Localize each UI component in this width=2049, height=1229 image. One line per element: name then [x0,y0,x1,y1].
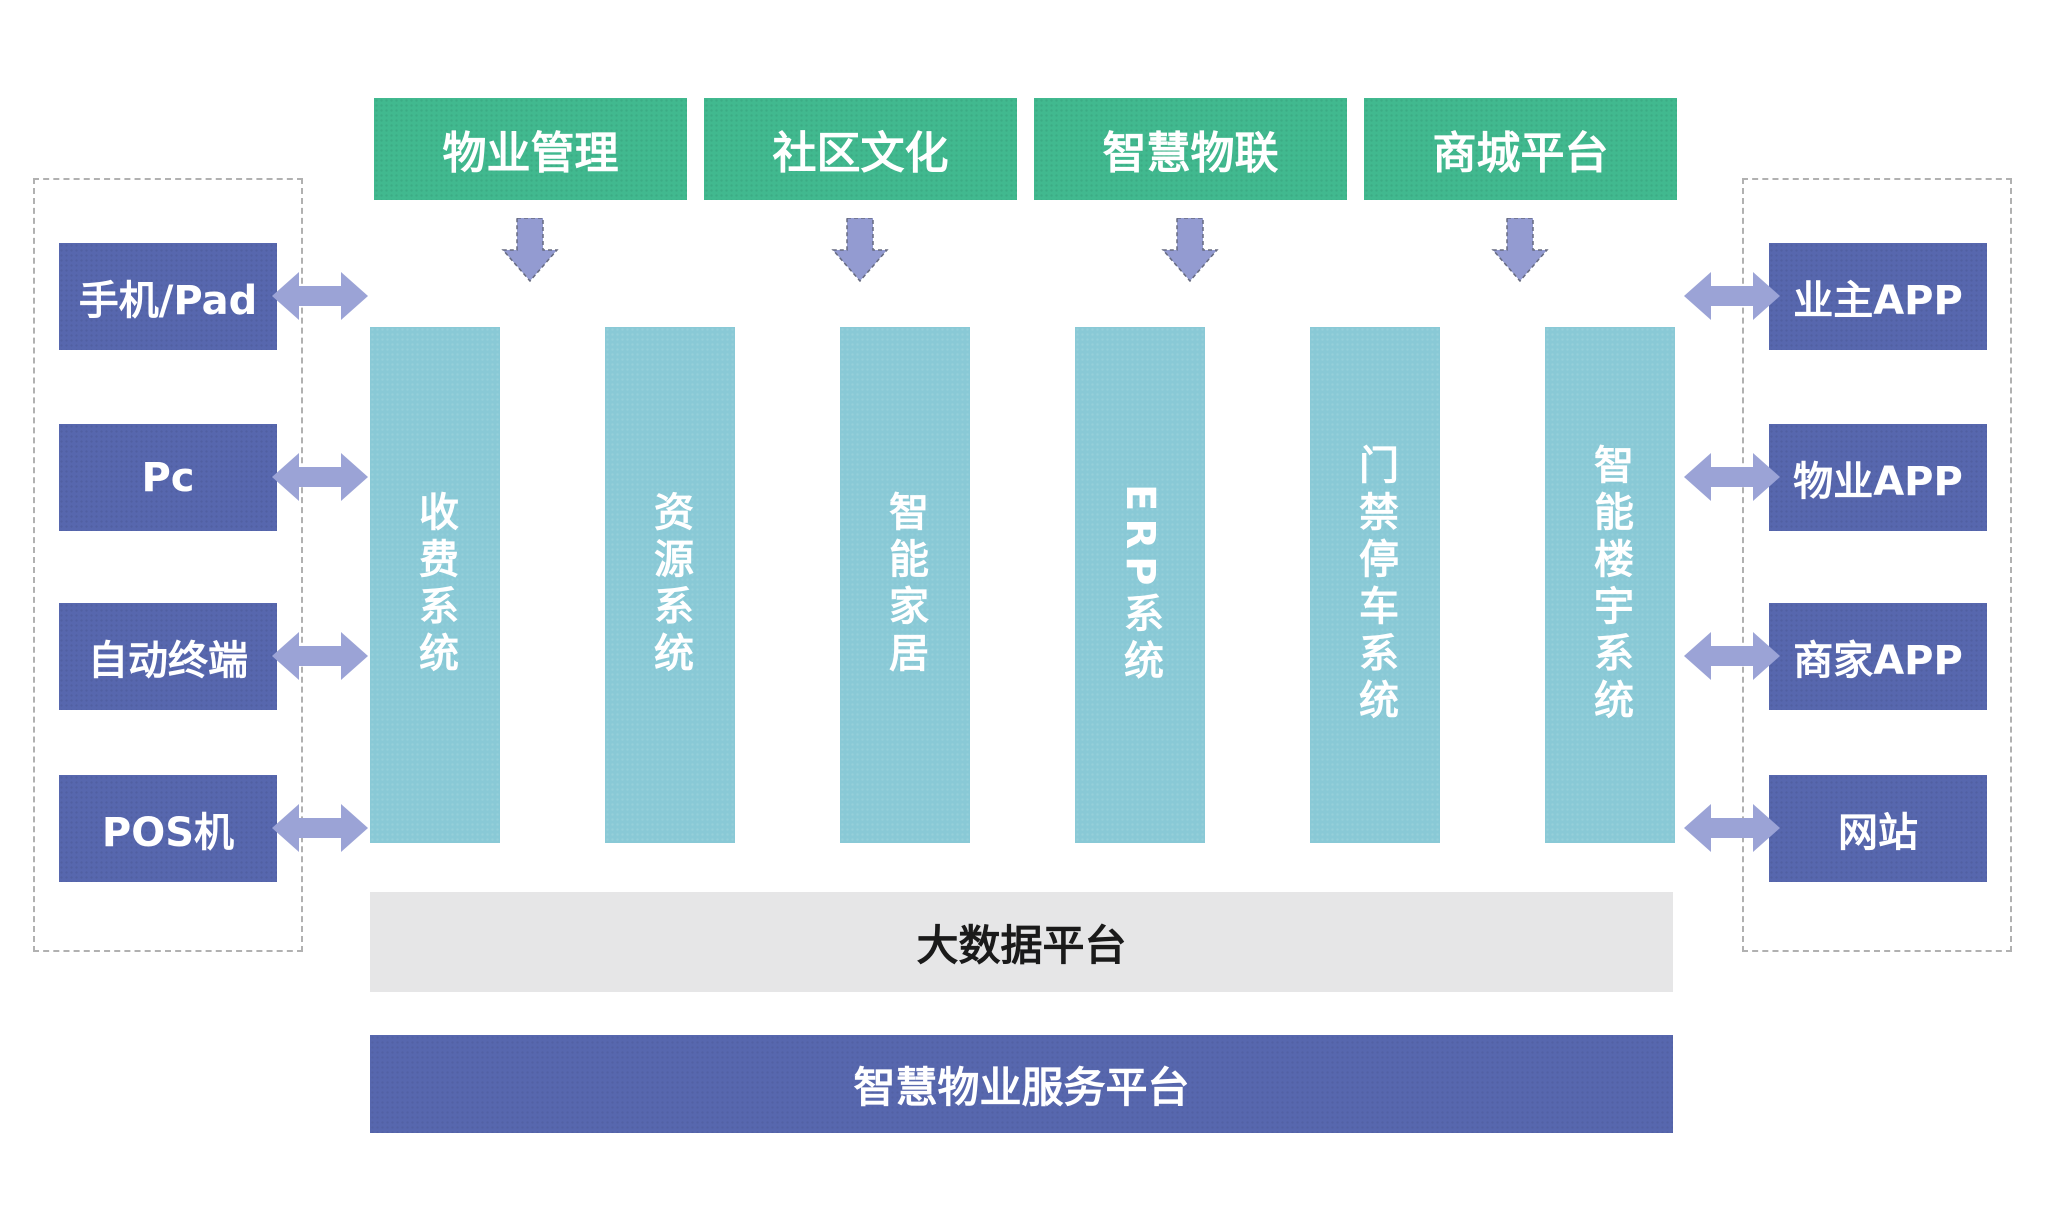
app-label: 业主APP [1793,277,1963,324]
module-label: 智慧物联 [1102,128,1279,179]
down-arrow-icon [500,218,560,282]
down-arrow-icon [830,218,890,282]
system-column-smart-building: 智能楼宇系统 [1545,327,1675,843]
module-box-community-culture: 社区文化 [704,98,1017,200]
service-platform-bar: 智慧物业服务平台 [370,1035,1673,1133]
app-box-merchant-app: 商家APP [1769,603,1987,710]
double-arrow-icon [272,269,368,323]
system-column-access-parking: 门禁停车系统 [1310,327,1440,843]
left-terminals-group-frame [33,178,303,952]
app-label: 物业APP [1793,458,1963,505]
double-arrow-icon [1684,450,1780,504]
module-box-mall-platform: 商城平台 [1364,98,1677,200]
terminal-label: POS机 [101,809,235,856]
app-box-owner-app: 业主APP [1769,243,1987,350]
double-arrow-icon [272,629,368,683]
double-arrow-icon [1684,801,1780,855]
app-box-website: 网站 [1769,775,1987,882]
terminal-label: Pc [141,454,195,501]
module-label: 物业管理 [442,128,619,179]
right-apps-group-frame [1742,178,2012,952]
module-label: 商城平台 [1432,128,1609,179]
terminal-label: 手机/Pad [78,277,258,324]
terminal-box-auto-terminal: 自动终端 [59,603,277,710]
double-arrow-icon [272,801,368,855]
double-arrow-icon [1684,269,1780,323]
big-data-platform-label: 大数据平台 [916,920,1127,970]
double-arrow-icon [272,450,368,504]
module-box-smart-iot: 智慧物联 [1034,98,1347,200]
system-label: 智能家居 [882,491,928,679]
down-arrow-icon [1490,218,1550,282]
system-label: 收费系统 [412,491,458,679]
big-data-platform-bar: 大数据平台 [370,892,1673,992]
system-column-resource: 资源系统 [605,327,735,843]
module-box-property-management: 物业管理 [374,98,687,200]
double-arrow-icon [1684,629,1780,683]
app-box-property-app: 物业APP [1769,424,1987,531]
system-label: 资源系统 [647,491,693,679]
service-platform-label: 智慧物业服务平台 [853,1062,1190,1112]
system-label: ERP系统 [1117,483,1163,687]
system-column-charging: 收费系统 [370,327,500,843]
app-label: 商家APP [1793,637,1963,684]
system-label: 智能楼宇系统 [1587,444,1633,726]
system-label: 门禁停车系统 [1352,444,1398,726]
system-column-smart-home: 智能家居 [840,327,970,843]
down-arrow-icon [1160,218,1220,282]
terminal-box-mobile-pad: 手机/Pad [59,243,277,350]
terminal-label: 自动终端 [88,637,248,684]
terminal-box-pc: Pc [59,424,277,531]
module-label: 社区文化 [772,128,949,179]
system-column-erp: ERP系统 [1075,327,1205,843]
app-label: 网站 [1838,809,1918,856]
terminal-box-pos: POS机 [59,775,277,882]
